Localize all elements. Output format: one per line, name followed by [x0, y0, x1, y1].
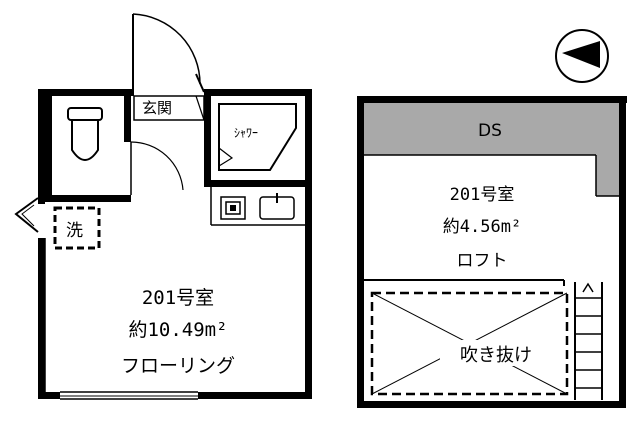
loft-area: 約4.56m²	[443, 217, 521, 237]
left-room-type: フローリング	[121, 355, 235, 377]
entrance-area: 玄関	[133, 95, 205, 121]
toilet-icon	[67, 107, 103, 161]
left-room-number: 201号室	[142, 287, 214, 309]
sink-icon	[259, 193, 295, 220]
loft-label: ロフト	[457, 251, 508, 271]
bottom-window	[60, 391, 198, 400]
washer-label: 洗	[66, 221, 83, 241]
ladder-icon	[574, 282, 603, 400]
toilet-room	[45, 96, 184, 202]
washer-space: 洗	[53, 206, 101, 250]
north-arrow-icon	[555, 29, 609, 83]
right-floor-plan: DS 201号室 約4.56m² ロフト 吹き抜け	[357, 96, 627, 408]
void-area: 吹き抜け	[370, 291, 569, 396]
entrance-door	[132, 13, 205, 93]
left-room-area: 約10.49m²	[128, 319, 227, 341]
shower-label: ｼｬﾜｰ	[234, 126, 258, 140]
ds-area	[364, 103, 619, 196]
void-label: 吹き抜け	[460, 345, 532, 366]
right-room-number: 201号室	[450, 185, 515, 205]
left-outer-walls	[38, 89, 312, 399]
ds-label: DS	[478, 121, 502, 141]
right-outer-walls	[357, 96, 627, 408]
entrance-label: 玄関	[142, 99, 172, 117]
left-window	[14, 197, 46, 392]
kitchen-counter	[210, 187, 305, 226]
shower-room: ｼｬﾜｰ	[204, 96, 305, 187]
left-floor-plan: 玄関 ｼｬﾜｰ 洗	[14, 13, 312, 400]
stove-icon	[220, 196, 246, 220]
